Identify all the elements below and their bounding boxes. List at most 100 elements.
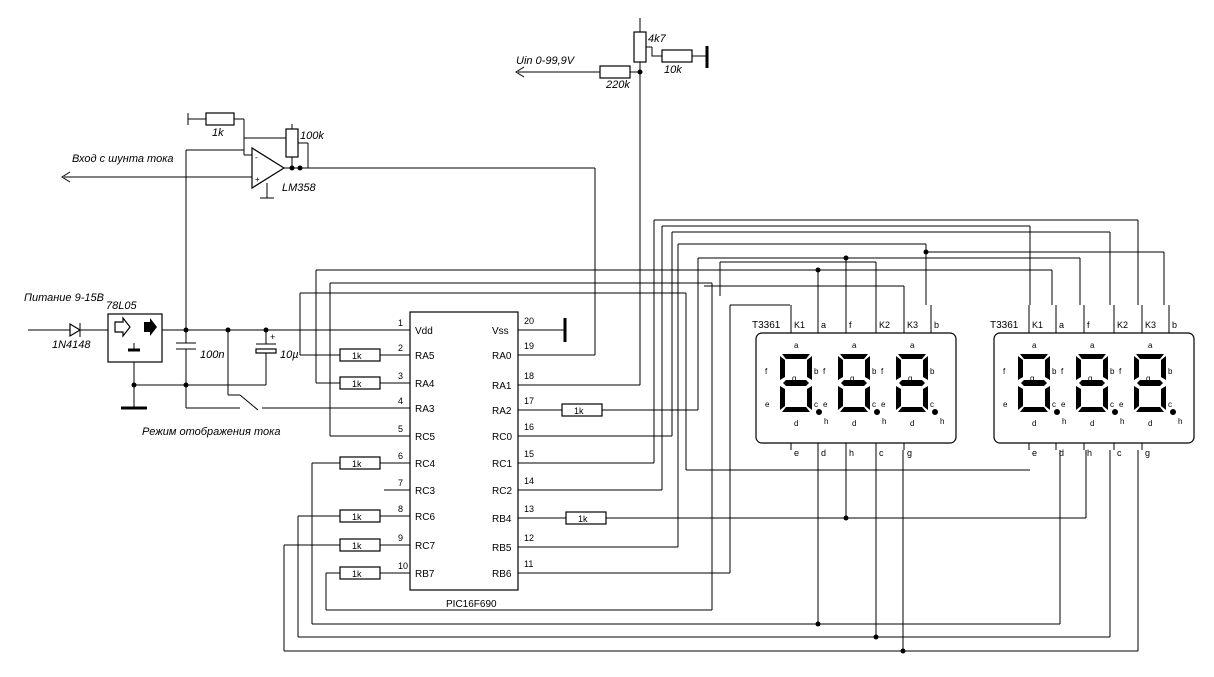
label-ra2-res: 1k	[574, 406, 584, 416]
resistor-10k	[661, 49, 693, 63]
pin-number: 6	[398, 451, 403, 461]
segment-letter-f: f	[881, 367, 884, 376]
pin-number: 10	[398, 561, 408, 571]
pin-number: 20	[524, 316, 534, 326]
pin-name-rc1: RC1	[492, 459, 512, 470]
uin-label: Uin 0-99,9V	[516, 55, 576, 67]
pin-name-rc3: RC3	[415, 486, 435, 497]
resistor-220k	[599, 65, 631, 79]
display-pin-h: h	[849, 448, 854, 458]
mcu-pins: 1Vdd2RA53RA44RA35RC56RC47RC38RC69RC710RB…	[390, 316, 534, 580]
label-rc4-res: 1k	[352, 459, 362, 469]
pin-number: 16	[524, 422, 534, 432]
pin-name-rc4: RC4	[415, 459, 435, 470]
segment-letter-h: h	[940, 417, 944, 426]
mcu-pic16f690: PIC16F690	[409, 311, 519, 610]
segment-letter-g: g	[1146, 374, 1150, 383]
display-pin-g: g	[907, 448, 912, 458]
pin-number: 1	[398, 318, 403, 328]
segment-letter-e: e	[765, 400, 770, 409]
label-100n: 100n	[200, 349, 224, 361]
pin-number: 3	[398, 371, 403, 381]
power-section: Питание 9-15В 1N4148 78L05 100n + 10µ	[24, 292, 410, 438]
pin-number: 11	[524, 559, 533, 569]
pin-name-rc2: RC2	[492, 486, 512, 497]
current-mode-label: Режим отображения тока	[142, 426, 280, 438]
power-label: Питание 9-15В	[24, 292, 104, 304]
display-pin-b: b	[934, 320, 939, 330]
pin-number: 13	[524, 504, 534, 514]
opamp-lm358	[251, 146, 286, 190]
display-pin-g: g	[1145, 448, 1150, 458]
pin-name-ra1: RA1	[492, 381, 512, 392]
segment-letter-h: h	[1062, 417, 1066, 426]
label-10u: 10µ	[280, 349, 299, 361]
display-pin-c: c	[1117, 448, 1122, 458]
segment-letter-e: e	[1119, 400, 1124, 409]
pin-name-rb6: RB6	[492, 569, 512, 580]
trimmer-4k7	[633, 31, 647, 63]
diode-1n4148	[69, 322, 82, 338]
diode-label: 1N4148	[52, 339, 91, 351]
opamp-section: 1k 100k - + LM358 Вход с шунта тока	[61, 112, 596, 355]
display-pin-k1: K1	[1032, 320, 1043, 330]
segment-letter-e: e	[823, 400, 828, 409]
display-pin-f: f	[849, 320, 852, 330]
display-pin-d: d	[821, 448, 826, 458]
segment-letter-b: b	[872, 367, 877, 376]
pin-name-vss: Vss	[492, 326, 509, 337]
pin-name-ra4: RA4	[415, 379, 435, 390]
pin-name-rc0: RC0	[492, 432, 512, 443]
pin-name-rb7: RB7	[415, 569, 435, 580]
segment-letter-h: h	[1178, 417, 1182, 426]
opamp-minus: -	[255, 153, 258, 162]
segment-letter-b: b	[1110, 367, 1115, 376]
pin-number: 17	[524, 396, 534, 406]
pin-number: 9	[398, 533, 403, 543]
cap-plus: +	[270, 332, 275, 342]
pin-name-ra3: RA3	[415, 404, 435, 415]
pin-number: 14	[524, 476, 534, 486]
segment-letter-a: a	[910, 341, 915, 350]
label-10k: 10k	[664, 64, 682, 76]
shunt-input-label: Вход с шунта тока	[72, 153, 174, 165]
pin-name-ra2: RA2	[492, 406, 512, 417]
segment-letter-a: a	[1148, 341, 1153, 350]
segment-letter-f: f	[1003, 367, 1006, 376]
segment-letter-a: a	[852, 341, 857, 350]
regulator-78l05	[107, 313, 163, 363]
segment-letter-h: h	[824, 417, 828, 426]
resistor-100k	[285, 128, 299, 158]
label-rc7-res: 1k	[352, 541, 362, 551]
segment-letter-b: b	[930, 367, 935, 376]
segment-letter-c: c	[814, 400, 818, 409]
pin-name-ra0: RA0	[492, 351, 512, 362]
mcu-label: PIC16F690	[446, 599, 497, 610]
segment-letter-e: e	[1061, 400, 1066, 409]
pin-number: 15	[524, 449, 534, 459]
segment-letter-c: c	[1110, 400, 1114, 409]
mcu-body	[409, 311, 519, 591]
segment-letter-h: h	[882, 417, 886, 426]
mcu-right-wiring: 1k 1k	[518, 219, 1165, 574]
label-1k-opamp: 1k	[212, 127, 224, 139]
pin-name-rb4: RB4	[492, 514, 512, 525]
pin-name-rc7: RC7	[415, 541, 435, 552]
display-pin-c: c	[879, 448, 884, 458]
segment-letter-h: h	[1120, 417, 1124, 426]
segment-letter-f: f	[823, 367, 826, 376]
segment-letter-c: c	[1168, 400, 1172, 409]
display-model-label: T3361	[990, 320, 1019, 331]
opamp-plus: +	[255, 175, 260, 184]
segment-letter-c: c	[1052, 400, 1056, 409]
segment-letter-f: f	[1061, 367, 1064, 376]
display-pin-k1: K1	[794, 320, 805, 330]
display-pin-k2: K2	[1117, 320, 1128, 330]
